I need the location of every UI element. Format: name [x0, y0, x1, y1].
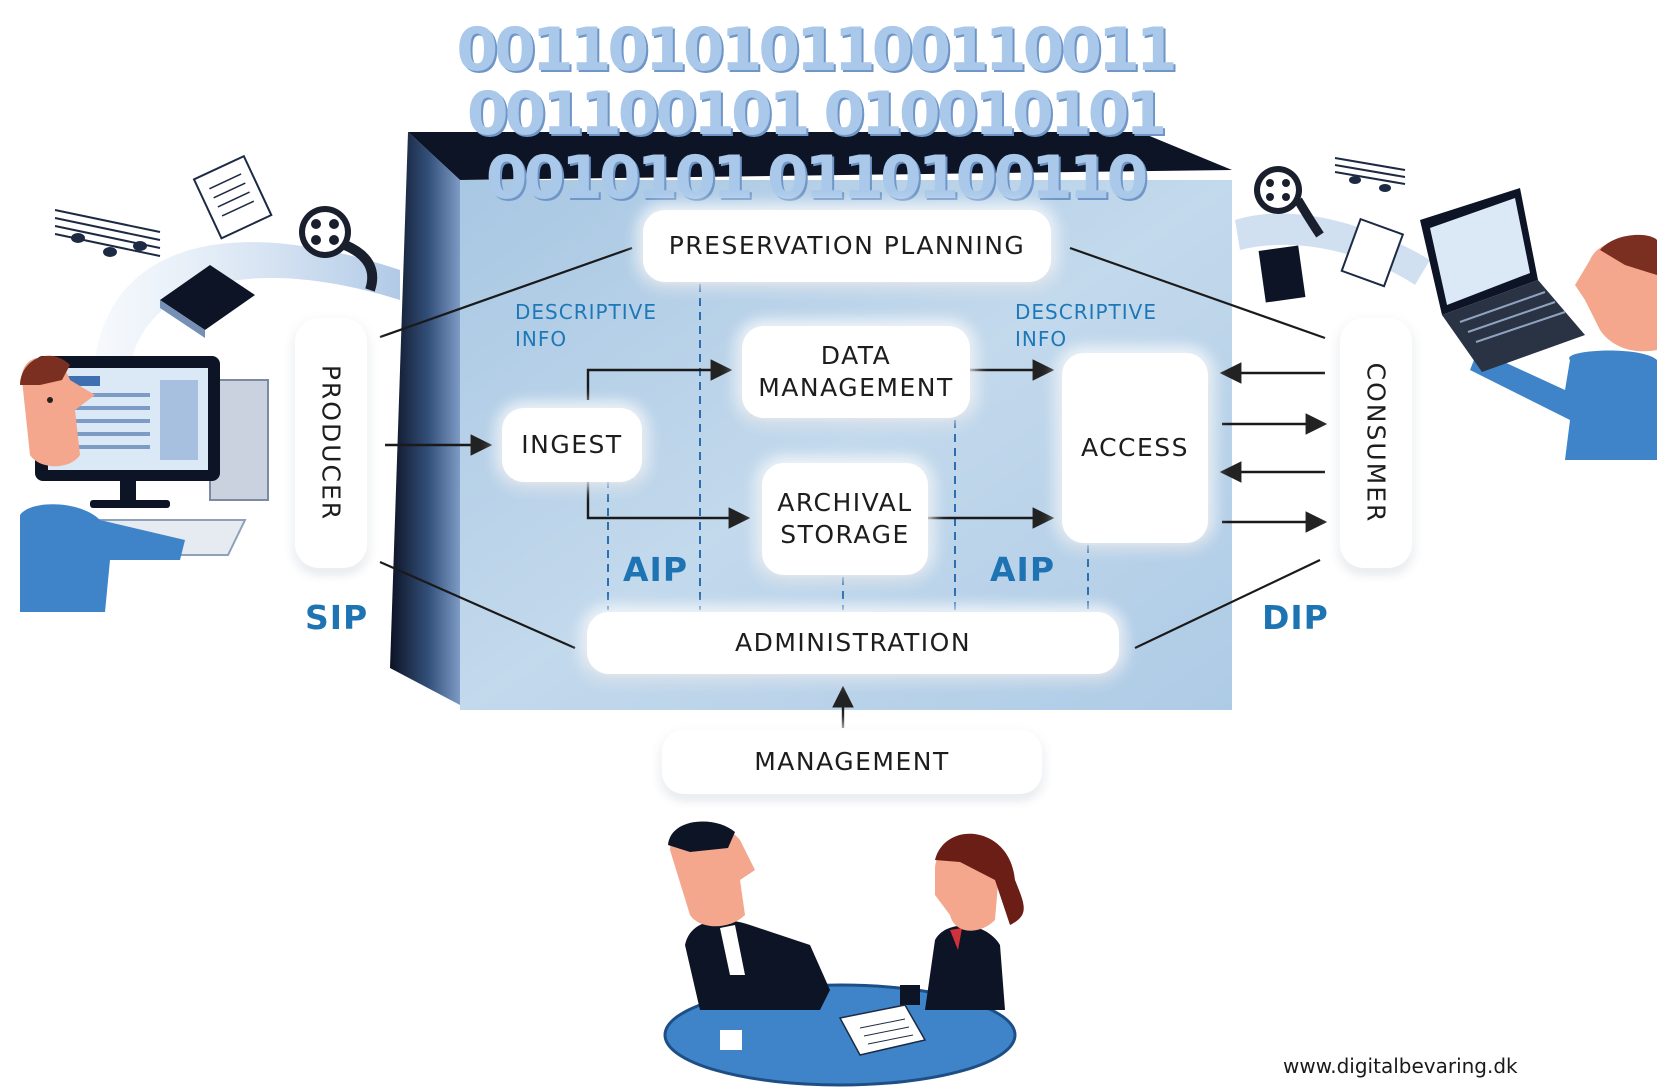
document-icon	[1340, 217, 1405, 288]
descriptive-info-right: DESCRIPTIVE INFO	[1015, 300, 1157, 351]
book-icon	[160, 265, 255, 338]
data-management-box[interactable]: DATA MANAGEMENT	[742, 326, 970, 418]
film-reel-icon	[299, 206, 378, 292]
meeting-scene	[663, 821, 1024, 1087]
connector-lines	[379, 246, 1326, 650]
music-notes-icon	[1334, 157, 1406, 192]
website-credit[interactable]: www.digitalbevaring.dk	[1283, 1054, 1518, 1078]
laptop-icon	[1420, 188, 1585, 372]
book-icon	[1258, 245, 1306, 303]
archival-storage-box[interactable]: ARCHIVAL STORAGE	[762, 463, 928, 575]
consumer-person	[1420, 188, 1657, 460]
descriptive-info-left: DESCRIPTIVE INFO	[515, 300, 657, 351]
box-top	[408, 132, 1232, 180]
aip-label-left: AIP	[623, 550, 689, 589]
ingest-box[interactable]: INGEST	[502, 408, 642, 482]
binary-ribbon-right	[1235, 213, 1430, 285]
binary-cloud: 0011010101100110011001100101 01001010100…	[455, 18, 1177, 210]
music-notes-icon	[54, 209, 161, 257]
producer-person	[20, 355, 269, 612]
coffee-cup-icon	[720, 985, 920, 1050]
access-box[interactable]: ACCESS	[1062, 353, 1208, 543]
film-reel-icon	[1254, 166, 1324, 238]
consumer-label: CONSUMER	[1361, 362, 1391, 524]
binary-ribbon-left	[95, 242, 400, 370]
consumer-box[interactable]: CONSUMER	[1340, 318, 1412, 568]
sip-label: SIP	[305, 598, 369, 637]
binary-digits: 0011010101100110011001100101 01001010100…	[456, 15, 1177, 213]
aip-label-right: AIP	[990, 550, 1056, 589]
box-side	[390, 132, 460, 705]
producer-box[interactable]: PRODUCER	[295, 318, 367, 568]
administration-box[interactable]: ADMINISTRATION	[587, 612, 1119, 674]
management-box[interactable]: MANAGEMENT	[662, 730, 1042, 794]
producer-label: PRODUCER	[316, 364, 346, 522]
flow-arrows	[385, 359, 1328, 728]
document-icon	[192, 154, 273, 240]
dashed-dividers	[607, 284, 1089, 610]
dip-label: DIP	[1262, 598, 1329, 637]
preservation-planning-box[interactable]: PRESERVATION PLANNING	[643, 210, 1051, 282]
